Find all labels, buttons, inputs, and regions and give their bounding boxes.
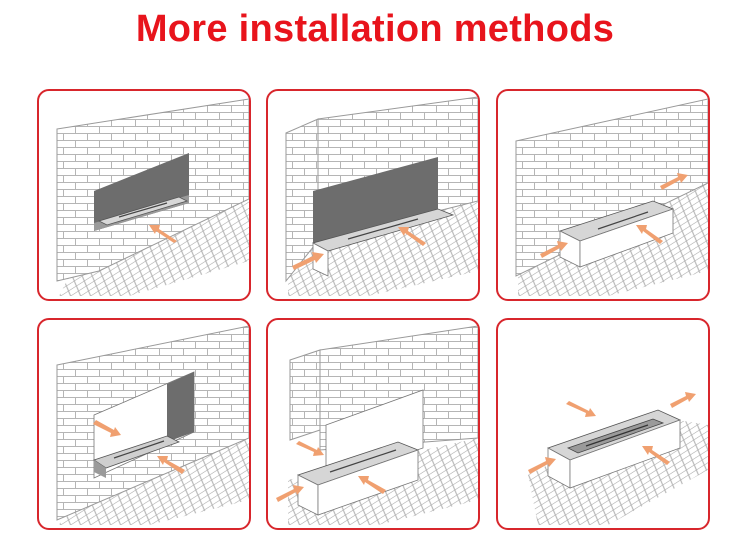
installation-panel-6: [496, 318, 710, 530]
installation-panel-1: [37, 89, 251, 301]
installation-panel-2: [266, 89, 480, 301]
wall-recess: [313, 157, 438, 246]
insert-arrow-right: [358, 476, 386, 494]
page-title: More installation methods: [135, 8, 615, 50]
box-side: [569, 419, 681, 489]
insert-arrow-left: [292, 252, 324, 270]
panel-3-diagram: [515, 98, 708, 296]
burner-slot: [347, 218, 419, 240]
insert-base: [94, 460, 106, 478]
insert-arrow-right: [642, 446, 670, 465]
burner-slot: [329, 449, 397, 473]
panel-1-diagram: [56, 98, 249, 296]
burner-slot: [118, 202, 168, 218]
burner-slot: [597, 211, 649, 230]
panel-6-diagram: [528, 392, 708, 525]
insert-arrow: [149, 225, 177, 243]
insert-arrow-top: [296, 441, 324, 456]
panel-5-diagram: [276, 325, 478, 525]
panel-4-diagram: [56, 325, 249, 525]
insert-arrow-right: [636, 225, 663, 244]
insert-arrow-right: [157, 456, 185, 474]
floor: [59, 438, 249, 525]
insert-arrow-top: [660, 173, 688, 190]
insert-arrow-left: [540, 241, 568, 258]
insert-arrow-left: [528, 457, 556, 474]
insert-arrow-left: [276, 485, 304, 502]
floor: [288, 201, 478, 296]
insert-arrow-top-left: [566, 401, 596, 417]
insert-arrow-left: [93, 420, 121, 437]
panel-2-diagram: [285, 96, 478, 296]
opening-side: [167, 372, 194, 442]
burner-insert: [93, 435, 181, 469]
burner-slot: [585, 424, 649, 447]
burner-slot: [113, 440, 165, 459]
box-side: [579, 208, 674, 268]
insert-arrow-top-right: [670, 392, 696, 408]
wall-recess: [94, 153, 189, 231]
installation-panel-5: [266, 318, 480, 530]
installation-panel-3: [496, 89, 710, 301]
brick-wall-left: [289, 349, 321, 441]
insert-arrow-right: [398, 227, 426, 246]
installation-panel-4: [37, 318, 251, 530]
